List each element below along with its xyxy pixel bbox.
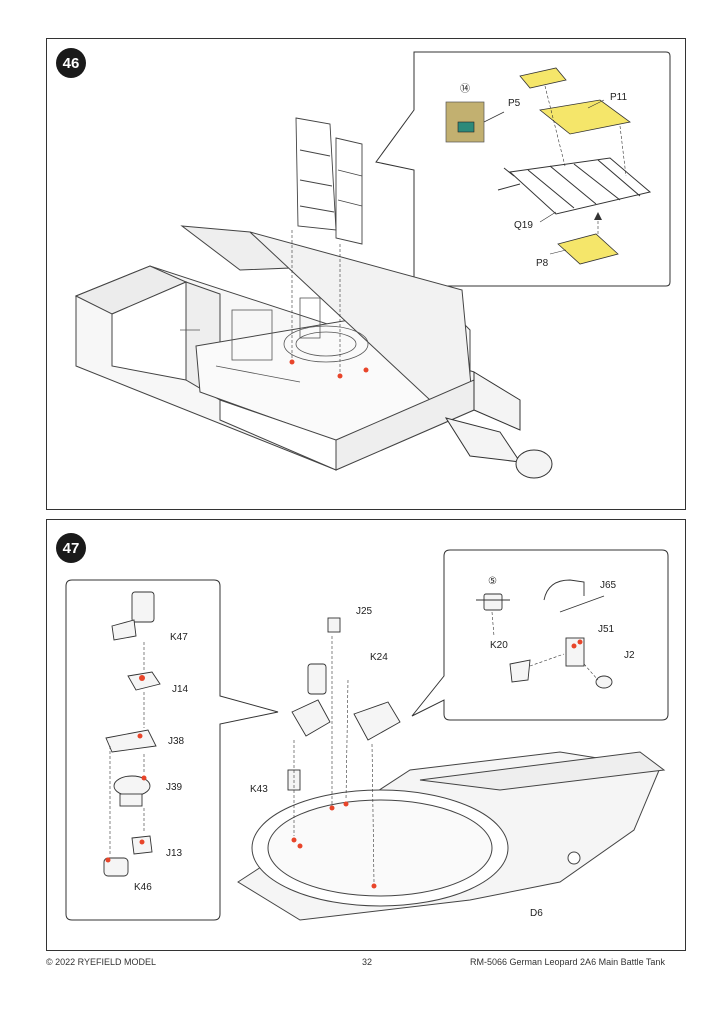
part-label-j51: J51	[598, 624, 615, 635]
part-label-p11: P11	[610, 92, 628, 103]
part-label-j39: J39	[166, 782, 183, 793]
part-label-k20: K20	[490, 640, 508, 651]
p5-plate-icon	[519, 67, 567, 89]
part-label-d6: D6	[530, 908, 543, 919]
tree-number-badge: ⑤	[488, 576, 497, 587]
step-47-left-inset	[65, 579, 279, 921]
step-47-right-inset	[411, 549, 669, 721]
part-label-j13: J13	[166, 848, 183, 859]
step-47-badge: 47	[56, 533, 86, 563]
step-46-badge: 46	[56, 48, 86, 78]
part-label-k43: K43	[250, 784, 268, 795]
part-label-j2: J2	[624, 650, 635, 661]
footer-product-title: RM-5066 German Leopard 2A6 Main Battle T…	[470, 957, 665, 967]
q19-frame-icon	[497, 157, 652, 215]
part-label-k47: K47	[170, 632, 188, 643]
part-label-j25: J25	[356, 606, 373, 617]
etch-part-icon	[457, 121, 475, 133]
part-label-j65: J65	[600, 580, 617, 591]
etch-sheet-number: ⑭	[460, 84, 470, 95]
part-label-k24: K24	[370, 652, 388, 663]
part-label-q19: Q19	[514, 220, 533, 231]
part-label-p5: P5	[508, 98, 521, 109]
part-label-j38: J38	[168, 736, 185, 747]
p8-plate-icon	[557, 233, 619, 265]
footer-copyright: © 2022 RYEFIELD MODEL	[46, 957, 157, 967]
part-label-j14: J14	[172, 684, 189, 695]
p11-plate-icon	[539, 99, 631, 135]
part-label-p8: P8	[536, 258, 549, 269]
part-label-k46: K46	[134, 882, 152, 893]
footer-page-number: 32	[362, 957, 373, 967]
